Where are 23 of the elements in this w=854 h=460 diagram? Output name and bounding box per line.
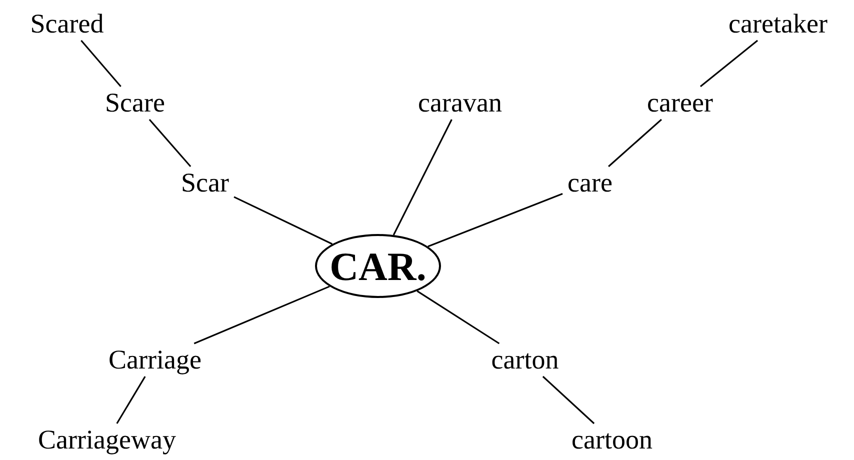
connector-line — [194, 286, 330, 344]
connector-line — [80, 40, 122, 88]
word-label: caravan — [416, 88, 504, 118]
connector-line — [392, 119, 452, 236]
word-label: Scar — [179, 168, 231, 198]
connector-line — [542, 376, 595, 424]
word-label: Scare — [103, 88, 167, 118]
connector-line — [148, 118, 192, 168]
connector-line — [116, 376, 146, 424]
connector-line — [416, 290, 500, 344]
connector-line — [428, 193, 563, 248]
connector-line — [700, 40, 758, 88]
ellipse-node: CAR. — [315, 234, 441, 298]
word-label: Carriageway — [36, 424, 178, 456]
word-label: cartoon — [570, 424, 654, 456]
word-label: career — [645, 88, 715, 118]
connector-line — [608, 118, 662, 168]
connector-line — [234, 196, 333, 245]
word-label: carton — [489, 344, 561, 376]
word-label: caretaker — [726, 8, 830, 40]
word-label: Carriage — [106, 344, 204, 376]
word-label: care — [566, 168, 614, 198]
word-label: Scared — [28, 8, 106, 40]
